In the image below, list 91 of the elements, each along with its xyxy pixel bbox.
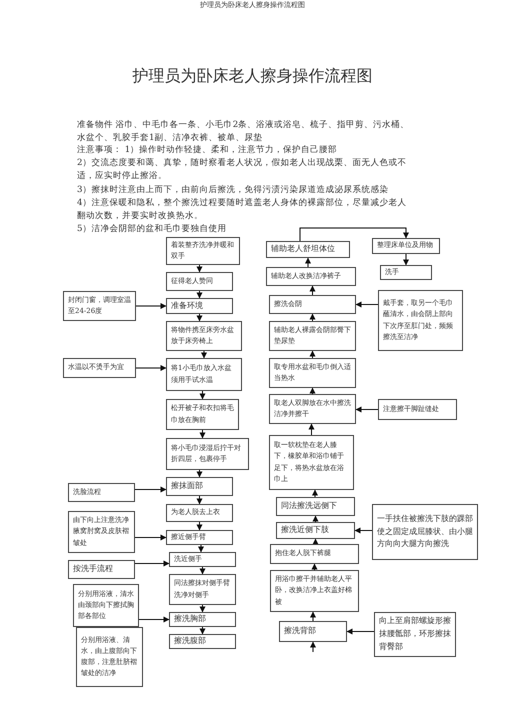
note-text: 向上至肩部螺旋形擦抹腰骶部，环形擦抹背臀部 [379,615,451,653]
process-box [372,238,440,254]
arrow [201,350,207,358]
process-box [166,477,233,496]
arrow [310,286,316,296]
process-box [169,552,236,567]
process-box [270,570,359,612]
arrow [196,314,202,322]
arrow [346,628,374,634]
arrow [200,566,206,574]
process-box [270,544,359,564]
arrow [310,612,316,622]
step-text: 准备环境 [171,300,203,312]
arrow [138,616,170,622]
arrow [136,303,166,309]
step-text: 擦洗近侧下肢 [281,524,329,536]
arrow [312,538,318,544]
arrow [310,642,316,652]
process-box [166,438,249,470]
arrow [136,365,166,371]
note-text: 4）注意保暖和隐私，整个擦洗过程要随时遮盖老人身体的裸露部位，尽量减少老人翻动次数，并要实时改换热水。 [77,197,408,223]
arrow [200,626,206,634]
note-box [372,504,478,560]
arrow [134,486,166,492]
process-box [269,394,356,424]
arrow [300,228,409,242]
arrow [356,406,378,412]
arrow [312,564,318,570]
step-text: 擦洗腹部 [174,635,206,648]
process-box [166,298,233,314]
process-box [166,272,233,291]
step-text: 同法擦洗远侧下 [281,500,337,512]
process-box [279,621,347,642]
note-text: 注意事项： 1）操作时动作轻捷、柔和，注意节力，保护自己腰部 [77,144,338,157]
note-text: 一手扶住被擦洗下肢的踝部使之固定成屈膝状、由小腿方向向大腿方向擦洗 [377,512,473,550]
note-box [68,483,135,502]
note-text: 5）洁净会阴部的盆和毛巾要独自使用 [77,223,228,236]
note-box [63,291,136,321]
note-box [378,399,457,420]
process-box [169,634,236,649]
process-box [269,435,354,490]
note-box [68,560,135,579]
arrow [310,350,316,358]
arrow [403,254,409,266]
step-text: 擦洗胸部 [174,613,206,626]
process-box [166,399,239,430]
process-box [166,358,242,391]
arrow [200,430,206,438]
arrow [134,534,166,540]
arrow [310,388,316,394]
process-box [276,522,355,539]
arrow [200,604,206,612]
note-box [63,358,136,378]
step-text: 擦洗背部 [284,625,316,638]
arrow [196,496,202,504]
process-box [269,321,356,351]
note-text: 2）交流态度要和蔼、真挚，随时察看老人状况，假如老人出现战栗、面无人色或不适，应实时停止擦浴。 [77,157,408,183]
arrow [196,290,202,298]
arrow [354,528,372,534]
note-box [378,290,463,351]
process-box [276,497,355,516]
arrow [196,264,202,272]
process-box [166,237,240,265]
step-text: 辅助老人舒坦体位 [271,243,335,256]
step-text: 擦抹面部 [171,480,203,492]
process-box [166,504,233,522]
arrow [198,544,204,552]
process-box [266,267,356,286]
process-box [269,358,356,388]
process-box [266,241,350,258]
process-box [166,530,233,545]
arrow [196,522,202,530]
note-box [76,627,143,687]
process-box [380,265,432,280]
note-text: 按洗手流程 [73,563,113,576]
arrow [308,424,314,436]
process-box [166,321,242,351]
arrow [310,314,316,322]
title: 护理员为卧床老人擦身操作流程图 [132,65,374,87]
process-box [269,295,356,314]
arrow [312,516,318,522]
note-text: 3）擦抹时注意由上而下，由前向后擦洗，免得污渍污染尿道造成泌尿系统感染 [77,184,390,197]
arrow [356,302,378,308]
process-box [169,574,236,605]
process-box [169,612,236,627]
arrow [200,390,206,400]
arrow [305,258,311,268]
arrow [134,560,170,566]
arrow [312,490,318,498]
arrow [196,470,202,478]
note-text: 准备物件 浴巾、中毛巾各一条、小毛巾2条、浴液或浴皂、梳子、指甲剪、污水桶、水盆个、乳胶手套1副、洁净衣裤、被单、尿垫 [77,119,410,145]
